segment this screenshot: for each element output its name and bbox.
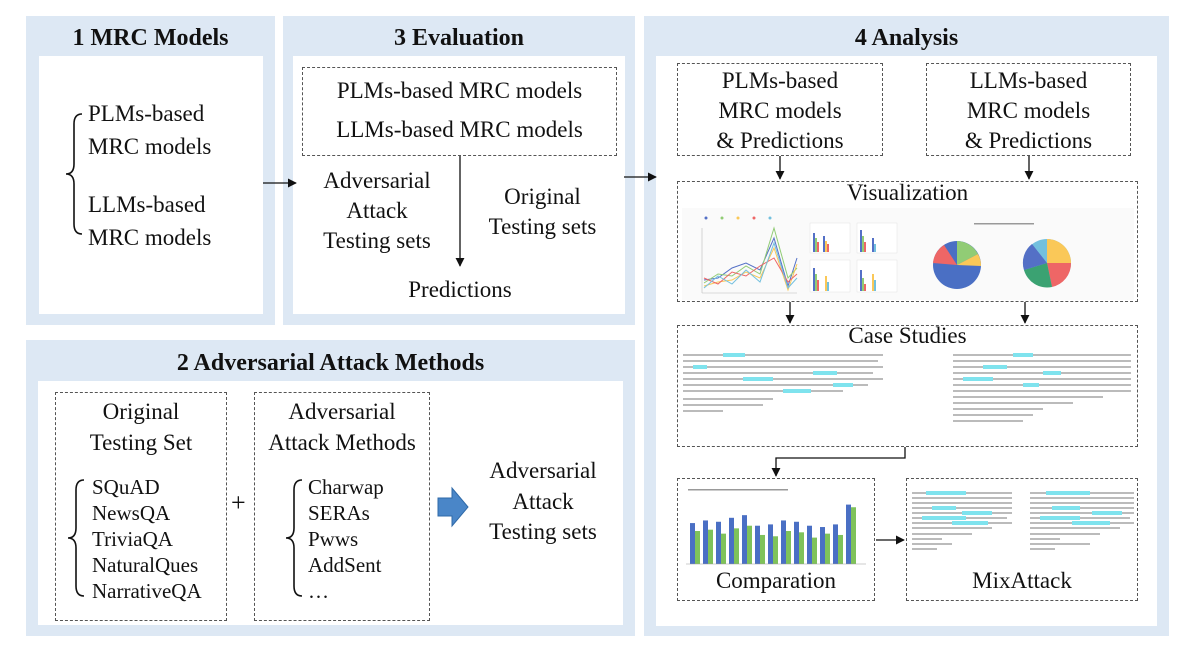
eval-plm-models: PLMs-based MRC models xyxy=(336,78,583,103)
method-item: Pwws xyxy=(308,527,359,551)
line: PLMs-based xyxy=(721,68,839,93)
original-testing-set-title: Original Testing Set xyxy=(55,397,227,458)
line: & Predictions xyxy=(964,127,1093,153)
dataset-item: NarrativeQA xyxy=(92,579,202,603)
line: Adversarial xyxy=(489,458,597,483)
bar-charts-thumb xyxy=(809,222,898,293)
bar xyxy=(729,517,734,564)
bar xyxy=(716,521,721,564)
bar xyxy=(851,507,856,564)
visualization-thumbnail xyxy=(682,208,1134,300)
mixattack-thumbnail xyxy=(912,491,1134,550)
bar xyxy=(721,533,726,564)
line: Testing sets xyxy=(323,227,431,253)
line: Testing Set xyxy=(89,429,193,455)
eval-predictions: Predictions xyxy=(408,277,512,302)
line: MRC models xyxy=(88,224,212,250)
panel-body xyxy=(39,56,263,314)
bar xyxy=(742,515,747,564)
line: Original xyxy=(504,184,581,209)
dataset-item: NaturalQues xyxy=(92,553,199,577)
line: & Predictions xyxy=(716,127,844,153)
line: Attack xyxy=(512,488,574,514)
bar xyxy=(812,537,817,564)
line: MRC models xyxy=(718,97,842,123)
attack-methods-title: Adversarial Attack Methods xyxy=(254,397,430,458)
panel-mrc-models: 1 MRC Models xyxy=(26,16,275,325)
llm-predictions-label: LLMs-based MRC models & Predictions xyxy=(926,66,1131,156)
line: LLMs-based xyxy=(969,68,1088,93)
plm-predictions-box xyxy=(677,63,883,156)
line: Original xyxy=(102,399,180,424)
panel-title: 1 MRC Models xyxy=(72,25,229,51)
bar xyxy=(833,524,838,564)
line-chart-thumb xyxy=(701,216,798,294)
line: Testing sets xyxy=(488,213,597,239)
evaluation-models-box xyxy=(302,67,617,156)
case-studies-thumbnail xyxy=(683,353,1131,422)
eval-adversarial-sets: Adversarial Attack Testing sets xyxy=(302,166,452,256)
bar xyxy=(794,521,799,564)
bar xyxy=(755,525,760,564)
line: LLMs-based xyxy=(88,192,206,217)
eval-original-sets: Original Testing sets xyxy=(470,182,615,242)
dataset-item: NewsQA xyxy=(92,501,171,525)
plm-model-label: PLMs-based MRC models xyxy=(88,98,211,163)
bar xyxy=(825,533,830,564)
attack-result-label: Adversarial Attack Testing sets xyxy=(468,456,618,548)
panel-title: 3 Evaluation xyxy=(393,25,525,51)
method-item: Charwap xyxy=(308,475,384,499)
bar xyxy=(838,534,843,564)
chart-caption-line xyxy=(688,489,788,491)
method-item: AddSent xyxy=(308,553,382,577)
bar xyxy=(846,504,851,564)
bar xyxy=(807,525,812,564)
line: MRC models xyxy=(88,133,212,159)
line: Adversarial xyxy=(323,168,431,193)
bar xyxy=(703,520,708,564)
bar xyxy=(773,536,778,564)
llm-predictions-box xyxy=(926,63,1131,156)
comparation-label: Comparation xyxy=(715,568,837,593)
bar xyxy=(690,523,695,564)
line: Attack xyxy=(346,197,408,223)
line: PLMs-based xyxy=(88,101,205,126)
llm-model-label: LLMs-based MRC models xyxy=(88,189,211,254)
bar xyxy=(734,528,739,564)
line: MRC models xyxy=(966,97,1091,123)
bar xyxy=(760,534,765,564)
bar xyxy=(708,529,713,564)
bar xyxy=(747,525,752,564)
bar xyxy=(799,532,804,564)
method-item: SERAs xyxy=(308,501,370,525)
pie-charts-thumb xyxy=(933,223,1072,289)
bar xyxy=(695,531,700,564)
plm-predictions-label: PLMs-based MRC models & Predictions xyxy=(677,66,883,156)
case-studies-label: Case Studies xyxy=(848,323,967,348)
method-item: … xyxy=(308,579,329,603)
plus-sign: + xyxy=(231,488,246,517)
line: Attack Methods xyxy=(268,429,416,455)
line: Adversarial xyxy=(288,399,396,424)
comparation-bar-chart xyxy=(686,489,866,565)
line: Testing sets xyxy=(489,519,597,545)
bar xyxy=(768,524,773,564)
bar xyxy=(786,531,791,564)
visualization-label: Visualization xyxy=(846,180,969,205)
attack-methods-box xyxy=(254,392,430,621)
bar xyxy=(781,520,786,564)
panel-title: 2 Adversarial Attack Methods xyxy=(176,350,485,376)
bar xyxy=(820,527,825,564)
panel-title: 4 Analysis xyxy=(854,25,959,51)
eval-llm-models: LLMs-based MRC models xyxy=(336,117,583,142)
dataset-item: TriviaQA xyxy=(92,527,173,551)
dataset-item: SQuAD xyxy=(92,475,160,499)
mixattack-label: MixAttack xyxy=(972,568,1072,593)
